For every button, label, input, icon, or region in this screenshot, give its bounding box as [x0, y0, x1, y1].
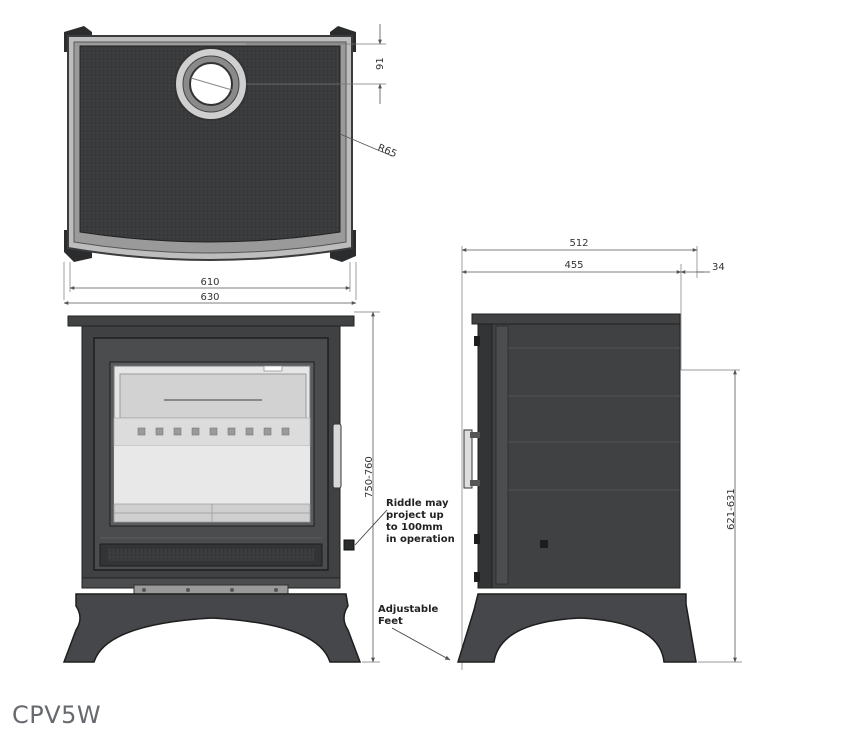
- dim-outer-width: 630: [200, 292, 219, 303]
- dim-flue-offset: 91: [375, 57, 386, 70]
- side-top-plate: [471, 313, 681, 325]
- front-view: [62, 315, 362, 663]
- side-height-dimension: 621-631: [698, 369, 742, 663]
- front-base-legs: [62, 593, 362, 663]
- dim-inner-width: 610: [200, 277, 219, 288]
- dim-total-depth: 512: [569, 238, 588, 249]
- side-door-edge: [477, 323, 493, 589]
- ash-lip: [133, 584, 289, 595]
- riddle-note-line-2: project up: [386, 510, 444, 521]
- riddle-note-line-3: to 100mm: [386, 522, 443, 533]
- dim-flue-height: 621-631: [726, 488, 737, 530]
- front-width-dimensions: 610 630: [63, 262, 357, 305]
- air-inlet-dots: [137, 427, 290, 436]
- side-depth-dimensions: 512 455 34: [461, 238, 725, 670]
- riddle-note-line-1: Riddle may: [386, 498, 449, 509]
- feet-note-line-2: Feet: [378, 616, 403, 627]
- dim-rear-offset: 34: [712, 262, 725, 273]
- side-door-handle: [463, 429, 473, 489]
- feet-note-line-1: Adjustable: [378, 604, 439, 615]
- top-plate-surface: [79, 45, 341, 243]
- door-handle: [332, 423, 342, 489]
- front-height-dimension: 750-760: [354, 311, 380, 663]
- riddle-note-line-4: in operation: [386, 534, 455, 545]
- side-base-legs: [456, 593, 697, 663]
- dim-body-depth: 455: [564, 260, 583, 271]
- riddle-knob: [343, 539, 355, 551]
- riddle-annotation: Riddle may project up to 100mm in operat…: [354, 498, 455, 546]
- model-name: CPV5W: [12, 701, 102, 729]
- side-air-knob: [540, 540, 548, 548]
- side-view: [456, 313, 740, 663]
- dim-radius: R65: [376, 143, 398, 161]
- feet-annotation: Adjustable Feet: [378, 604, 451, 661]
- baffle-plate: [119, 373, 307, 419]
- front-top-plate: [67, 315, 355, 327]
- dim-height: 750-760: [364, 456, 375, 498]
- side-body: [491, 323, 681, 589]
- top-view: 91 R65: [64, 24, 398, 262]
